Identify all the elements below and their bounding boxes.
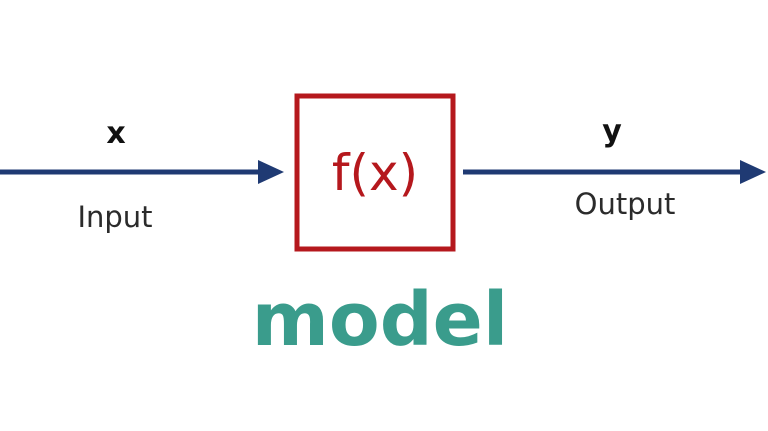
input-text-label: Input xyxy=(77,200,152,234)
output-arrowhead xyxy=(740,160,766,184)
input-arrowhead xyxy=(258,160,284,184)
output-text-label: Output xyxy=(575,187,676,221)
output-variable-label: y xyxy=(602,114,622,149)
input-arrow xyxy=(0,160,284,184)
output-arrow xyxy=(463,160,766,184)
function-expression: f(x) xyxy=(332,144,418,202)
model-label: model xyxy=(252,277,508,363)
function-box xyxy=(294,93,456,252)
input-variable-label: x xyxy=(106,116,125,151)
